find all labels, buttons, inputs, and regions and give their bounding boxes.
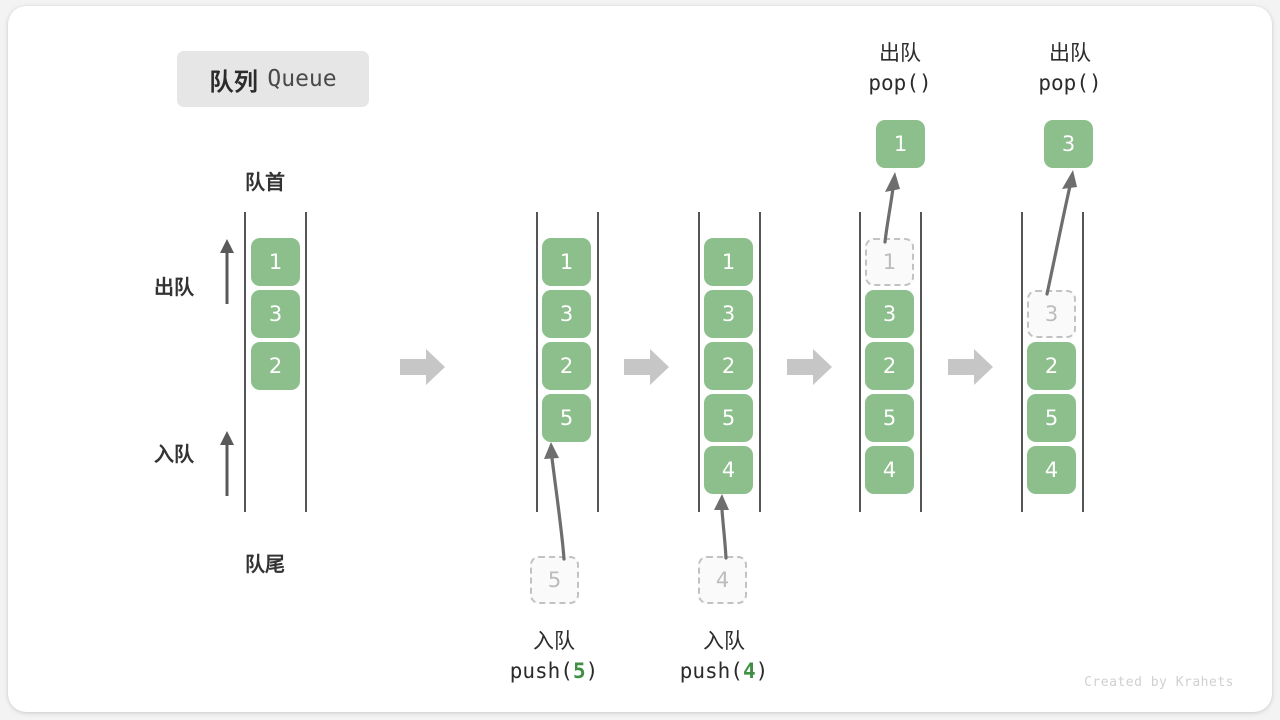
element-box: 1 [704,238,753,286]
push-caption-cn: 入队 [533,629,575,653]
queue-head-label: 队首 [245,170,285,194]
pop-caption-cn: 出队 [1049,41,1091,65]
pop-motion-arrow-icon [883,172,900,244]
rail-left-col5 [1021,212,1023,512]
rail-left-col2 [536,212,538,512]
rail-left-col4 [859,212,861,512]
element-box: 2 [542,342,591,390]
title-cn: 队列 [209,67,259,96]
element-box: 4 [704,446,753,494]
rail-right-col3 [759,212,761,512]
element-box: 3 [865,290,914,338]
push-fn-suffix: ) [585,659,599,684]
element-box: 5 [1027,394,1076,442]
popped-element-box: 3 [1044,120,1093,168]
flow-arrow-icon [787,349,832,385]
element-box: 4 [1027,446,1076,494]
pop-caption-fn: pop() [1038,71,1102,96]
flow-arrow-icon [948,349,993,385]
diagram-title-chip: 队列 Queue [177,51,369,107]
push-fn-suffix: ) [755,659,769,684]
rail-right-col5 [1082,212,1084,512]
element-box: 3 [542,290,591,338]
element-box: 3 [251,290,300,338]
push-motion-arrow-icon [714,494,729,560]
title-en: Queue [267,66,337,92]
pop-caption-1: 出队 pop() [810,38,990,99]
incoming-ghost-box: 4 [698,556,747,604]
element-box: 1 [251,238,300,286]
element-box: 1 [542,238,591,286]
push-motion-arrow-icon [544,442,566,561]
watermark-credit: Created by Krahets [1084,675,1234,690]
diagram-card: 队列 Queue 队首 队尾 出队 入队 1 3 2 1 [8,6,1272,712]
pop-caption-2: 出队 pop() [980,38,1160,99]
push-caption-cn: 入队 [703,629,745,653]
push-caption-1: 入队 push(5) [454,626,654,687]
pop-caption-fn: pop() [868,71,932,96]
outgoing-ghost-box: 1 [865,238,914,286]
incoming-ghost-box: 5 [530,556,579,604]
rail-right-col1 [305,212,307,512]
queue-tail-label: 队尾 [245,552,285,576]
push-fn-prefix: push( [679,659,743,684]
pop-motion-arrow-icon [1045,170,1077,296]
element-box: 5 [865,394,914,442]
push-fn-arg: 5 [572,659,586,684]
push-caption-fn: push(4) [624,656,824,686]
rail-left-col3 [698,212,700,512]
enqueue-up-arrow-icon [220,431,234,496]
flow-arrow-icon [624,349,669,385]
flow-arrow-icon [400,349,445,385]
rail-right-col2 [597,212,599,512]
element-box: 2 [1027,342,1076,390]
push-caption-2: 入队 push(4) [624,626,824,687]
element-box: 5 [542,394,591,442]
pop-caption-cn: 出队 [879,41,921,65]
rail-right-col4 [920,212,922,512]
enqueue-direction-label: 入队 [154,442,194,466]
element-box: 5 [704,394,753,442]
popped-element-box: 1 [876,120,925,168]
element-box: 3 [704,290,753,338]
outgoing-ghost-box: 3 [1027,290,1076,338]
dequeue-direction-label: 出队 [154,275,194,299]
rail-left-col1 [244,212,246,512]
push-caption-fn: push(5) [454,656,654,686]
element-box: 2 [865,342,914,390]
element-box: 2 [251,342,300,390]
push-fn-arg: 4 [742,659,756,684]
element-box: 4 [865,446,914,494]
push-fn-prefix: push( [509,659,573,684]
element-box: 2 [704,342,753,390]
dequeue-up-arrow-icon [220,239,234,304]
